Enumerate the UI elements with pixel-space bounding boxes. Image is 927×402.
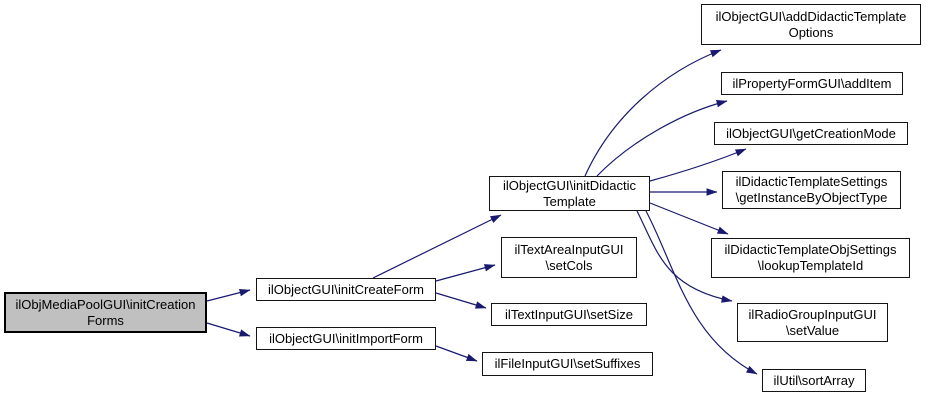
edge-initCreationForms-to-initCreateForm — [206, 288, 251, 302]
edge-initDidacticTemplate-to-addDidacticTemplateOptions — [584, 49, 722, 177]
node-iltextareainputgui-setcols[interactable]: ilTextAreaInputGUI \setCols — [501, 237, 637, 278]
edge-initImportForm-to-setSuffixes — [435, 345, 478, 362]
node-ilfileinputgui-setsuffixes[interactable]: ilFileInputGUI\setSuffixes — [482, 352, 653, 376]
edge-initCreateForm-to-setSize — [435, 292, 487, 309]
edge-initCreateForm-to-initDidacticTemplate — [372, 214, 502, 279]
node-ilobjectgui-initcreateform[interactable]: ilObjectGUI\initCreateForm — [256, 278, 436, 301]
edge-initDidacticTemplate-to-sortArray — [645, 210, 758, 375]
node-ilobjectgui-initdidactictemplate[interactable]: ilObjectGUI\initDidactic Template — [489, 176, 650, 211]
node-ilutil-sortarray[interactable]: ilUtil\sortArray — [762, 369, 866, 392]
edge-initCreateForm-to-setCols — [435, 264, 496, 282]
node-iltextinputgui-setsize[interactable]: ilTextInputGUI\setSize — [491, 303, 647, 326]
node-ilpropertyformgui-additem[interactable]: ilPropertyFormGUI\addItem — [721, 72, 903, 95]
node-ildidactictemplateobjsettings-lookuptemplateid[interactable]: ilDidacticTemplateObjSettings \lookupTem… — [711, 238, 910, 278]
node-ilobjmediapoolgui-initcreationforms: ilObjMediaPoolGUI\initCreation Forms — [4, 292, 207, 333]
edge-initDidacticTemplate-to-lookupTemplateId — [649, 202, 729, 235]
edge-initCreationForms-to-initImportForm — [206, 322, 251, 337]
node-ilobjectgui-adddidactictemplateoptions[interactable]: ilObjectGUI\addDidacticTemplate Options — [701, 4, 921, 45]
node-ilobjectgui-getcreationmode[interactable]: ilObjectGUI\getCreationMode — [714, 122, 908, 145]
edge-initDidacticTemplate-to-addItem — [596, 99, 728, 177]
node-ildidactictemplatesettings-getinstancebyobjecttype[interactable]: ilDidacticTemplateSettings \getInstanceB… — [722, 171, 901, 209]
node-ilobjectgui-initimportform[interactable]: ilObjectGUI\initImportForm — [256, 327, 436, 350]
node-ilradiogroupinputgui-setvalue[interactable]: ilRadioGroupInputGUI \setValue — [737, 303, 888, 342]
edge-initDidacticTemplate-to-setValue — [636, 210, 733, 303]
edge-initDidacticTemplate-to-getCreationMode — [649, 148, 747, 182]
